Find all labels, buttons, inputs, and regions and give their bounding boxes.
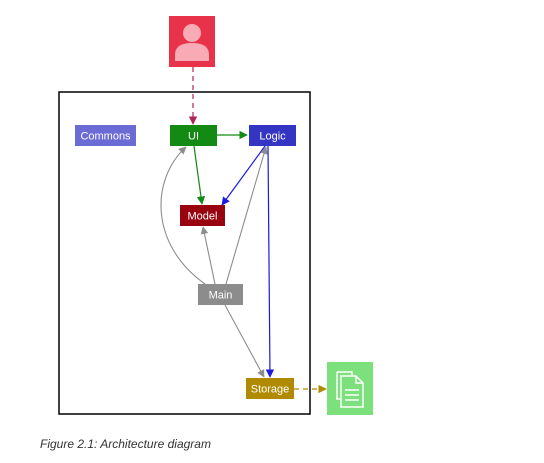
node-logic-box xyxy=(249,125,296,146)
node-storage-label: Storage xyxy=(251,384,290,396)
edge-main-model xyxy=(200,226,216,285)
node-storage-box xyxy=(246,378,294,399)
node-logic: Logic xyxy=(249,125,296,146)
node-logic-label: Logic xyxy=(259,131,286,143)
node-commons-box xyxy=(75,125,136,146)
node-model: Model xyxy=(180,205,225,226)
user-actor xyxy=(169,16,215,67)
node-model-box xyxy=(180,205,225,226)
node-model-label: Model xyxy=(188,211,218,223)
node-main-label: Main xyxy=(209,290,233,302)
node-main: Main xyxy=(198,284,243,305)
app-boundary xyxy=(58,91,311,415)
edge-logic-model xyxy=(221,145,266,206)
node-ui: UI xyxy=(170,125,217,146)
node-main-box xyxy=(198,284,243,305)
node-storage: Storage xyxy=(246,378,294,399)
node-ui-label: UI xyxy=(188,131,199,143)
edge-ui-model xyxy=(193,145,206,205)
figure-caption: Figure 2.1: Architecture diagram xyxy=(40,437,211,451)
user-icon xyxy=(175,24,209,61)
file-stack-icon xyxy=(336,371,364,408)
node-ui-box xyxy=(170,125,217,146)
edge-main-ui xyxy=(160,146,206,285)
node-commons: Commons xyxy=(75,125,136,146)
edge-logic-storage xyxy=(265,145,275,378)
file-actor xyxy=(327,362,373,415)
edge-main-logic xyxy=(225,146,268,285)
connections xyxy=(160,67,327,394)
node-commons-label: Commons xyxy=(80,131,131,143)
edge-main-storage xyxy=(224,304,265,378)
